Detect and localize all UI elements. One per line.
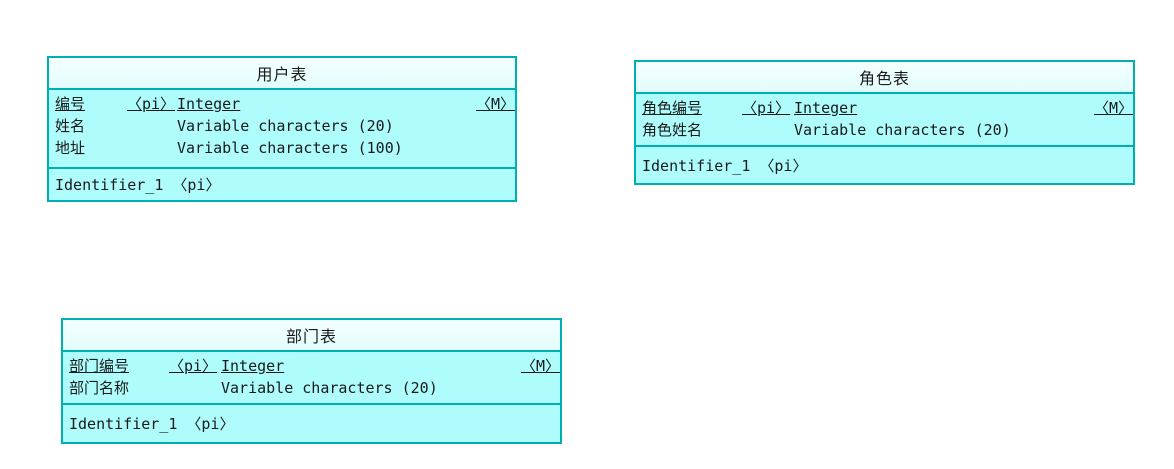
attribute-name: 角色编号 [642, 99, 703, 117]
entity-box[interactable]: 角色表角色编号 〈pi〉Integer 〈M〉角色姓名 Variable charac… [634, 60, 1135, 185]
entity-attribute-list: 编号 〈pi〉Integer 〈M〉姓名 Variable characters (2… [49, 90, 515, 169]
entity-title: 用户表 [49, 58, 515, 90]
attribute-identifier-marker: 〈pi〉 [127, 95, 176, 113]
attribute-name: 部门编号 [69, 357, 130, 375]
attribute-data-type: Variable characters (20) [177, 117, 394, 135]
attribute-data-type: Variable characters (100) [177, 139, 403, 157]
entity-box[interactable]: 部门表部门编号 〈pi〉Integer 〈M〉部门名称 Variable charac… [61, 318, 562, 444]
attribute-identifier-marker: 〈pi〉 [742, 99, 791, 117]
entity-attribute-row[interactable]: 角色编号 〈pi〉Integer 〈M〉 [636, 97, 1133, 119]
entity-title: 角色表 [636, 62, 1133, 94]
entity-title: 部门表 [63, 320, 560, 352]
attribute-name: 部门名称 [69, 379, 130, 397]
entity-attribute-row[interactable]: 姓名 Variable characters (20) [49, 115, 515, 137]
entity-attribute-list: 部门编号 〈pi〉Integer 〈M〉部门名称 Variable character… [63, 352, 560, 405]
attribute-name: 角色姓名 [642, 121, 703, 139]
entity-identifier-row[interactable]: Identifier_1 〈pi〉 [49, 169, 515, 200]
entity-identifier-label: Identifier_1 〈pi〉 [55, 176, 221, 194]
entity-identifier-label: Identifier_1 〈pi〉 [69, 415, 235, 433]
entity-identifier-row[interactable]: Identifier_1 〈pi〉 [636, 147, 1133, 183]
attribute-data-type: Integer [794, 99, 858, 117]
entity-attribute-row[interactable]: 地址 Variable characters (100) [49, 137, 515, 159]
attribute-name: 姓名 [55, 117, 86, 135]
attribute-mandatory-marker: 〈M〉 [475, 95, 515, 113]
attribute-name: 编号 [55, 95, 86, 113]
attribute-name: 地址 [55, 139, 86, 157]
entity-identifier-label: Identifier_1 〈pi〉 [642, 156, 808, 175]
entity-attribute-row[interactable]: 部门名称 Variable characters (20) [63, 377, 560, 399]
entity-attribute-row[interactable]: 角色姓名 Variable characters (20) [636, 119, 1133, 141]
attribute-identifier-marker: 〈pi〉 [169, 357, 218, 375]
entity-attribute-list: 角色编号 〈pi〉Integer 〈M〉角色姓名 Variable character… [636, 94, 1133, 147]
entity-attribute-row[interactable]: 部门编号 〈pi〉Integer 〈M〉 [63, 355, 560, 377]
attribute-data-type: Integer [177, 95, 241, 113]
entity-identifier-row[interactable]: Identifier_1 〈pi〉 [63, 405, 560, 442]
entity-box[interactable]: 用户表编号 〈pi〉Integer 〈M〉姓名 Variable characters… [47, 56, 517, 202]
attribute-mandatory-marker: 〈M〉 [1093, 99, 1133, 117]
entity-attribute-row[interactable]: 编号 〈pi〉Integer 〈M〉 [49, 93, 515, 115]
attribute-data-type: Integer [221, 357, 285, 375]
attribute-data-type: Variable characters (20) [794, 121, 1011, 139]
attribute-data-type: Variable characters (20) [221, 379, 438, 397]
attribute-mandatory-marker: 〈M〉 [520, 357, 560, 375]
